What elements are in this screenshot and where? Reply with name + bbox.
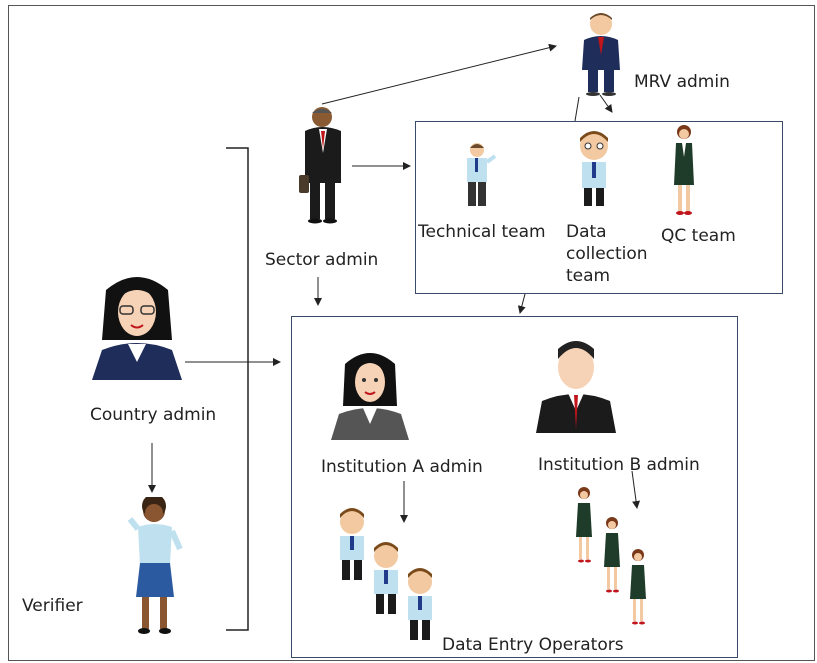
arrow-sector-to-mrv (321, 43, 557, 105)
mrv-admin-label: MRV admin (634, 72, 730, 92)
sector-admin-figure-icon (299, 107, 341, 224)
technical-team-label: Technical team (418, 222, 546, 242)
institution-a-admin-portrait-icon (331, 353, 409, 440)
sector-admin-label: Sector admin (265, 250, 379, 270)
data-collection-figure-icon (580, 131, 608, 206)
data-collection-team-label: Data collection team (566, 222, 648, 286)
qc-team-label: QC team (661, 226, 736, 246)
arrow-institution-b-to-operators (631, 470, 641, 509)
mrv-admin-figure-icon (582, 13, 620, 96)
qc-team-figure-icon (674, 125, 694, 215)
technical-team-figure-icon (467, 143, 497, 206)
data-entry-operators-label: Data Entry Operators (442, 635, 624, 655)
sector-team-box (415, 121, 783, 294)
institution-b-admin-portrait-icon (536, 341, 616, 433)
bracket (226, 147, 249, 631)
data-entry-operator-figure-icon (340, 508, 432, 640)
arrow-mrv-to-teambox (599, 94, 613, 113)
institution-box (291, 316, 738, 658)
diagram-frame (8, 5, 815, 661)
arrow-teambox-to-institution (517, 293, 526, 314)
institution-b-admin-label: Institution B admin (538, 455, 700, 475)
verifier-label: Verifier (22, 596, 83, 616)
data-entry-operator-figure-icon (576, 487, 646, 625)
institution-a-admin-label: Institution A admin (321, 457, 483, 477)
country-admin-label: Country admin (90, 405, 217, 425)
verifier-figure-icon (127, 497, 183, 634)
country-admin-portrait-icon (92, 277, 182, 380)
line-mrv-down (574, 96, 580, 122)
